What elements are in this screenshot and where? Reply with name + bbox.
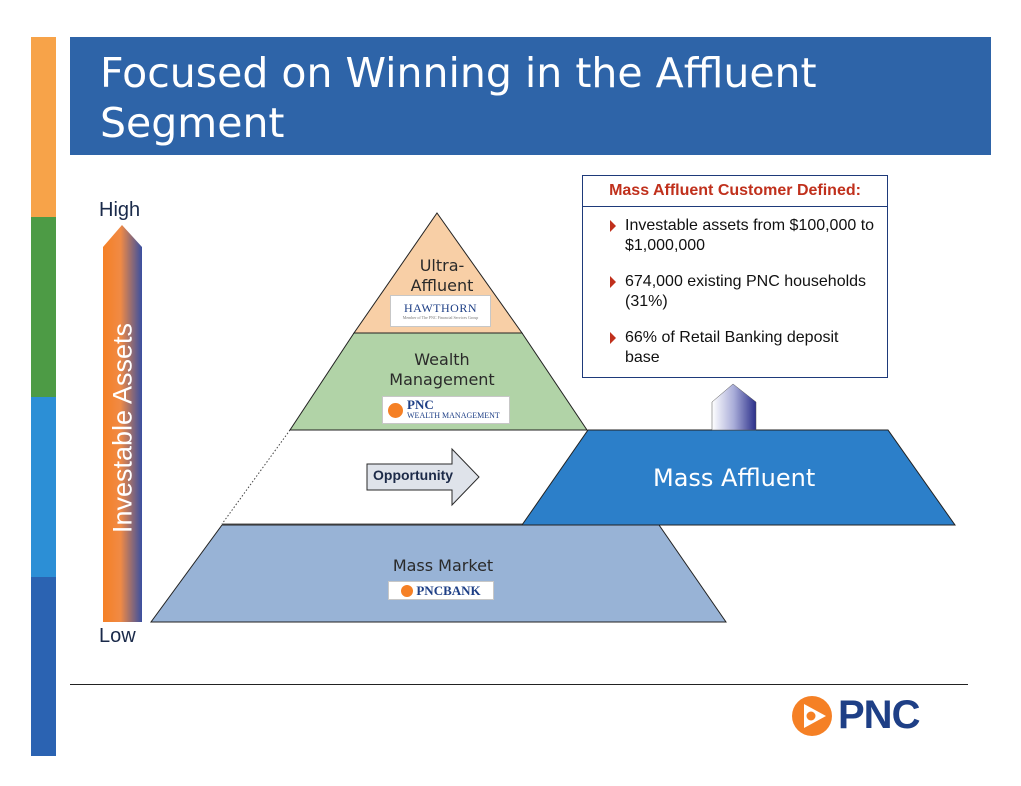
mass-market-text: Mass Market	[392, 556, 494, 575]
opportunity-arrow	[366, 447, 480, 507]
pnc-wealth-logo-subtext: WEALTH MANAGEMENT	[407, 411, 500, 420]
pnc-wealth-management-logo: PNC WEALTH MANAGEMENT	[382, 396, 510, 424]
pnc-wealth-logo-text: PNC	[407, 397, 434, 412]
footer-divider	[70, 684, 968, 685]
pnc-bank-logo: PNCBANK	[388, 581, 494, 600]
hawthorn-logo-subtext: Member of The PNC Financial Services Gro…	[402, 314, 479, 320]
mass-affluent-definition-box: Mass Affluent Customer Defined: Investab…	[582, 175, 888, 378]
pnc-wealth-logo-icon	[388, 402, 403, 418]
mass-affluent-label: Mass Affluent	[653, 464, 816, 492]
ultra-affluent-text: Ultra-Affluent	[410, 256, 474, 295]
bullet-arrow-icon	[610, 332, 616, 344]
stripe-lightblue	[31, 397, 56, 577]
opportunity-label: Opportunity	[373, 467, 454, 483]
axis-low-label: Low	[99, 625, 136, 647]
pnc-bank-logo-text: PNCBANK	[416, 582, 481, 598]
stripe-darkblue	[31, 577, 56, 756]
hawthorn-logo: HAWTHORN Member of The PNC Financial Ser…	[390, 295, 491, 327]
investable-assets-arrow	[103, 225, 142, 622]
tier-wealth-management	[289, 332, 588, 431]
wealth-management-text: Wealth Management	[389, 350, 495, 389]
tier-label-wealth-management: Wealth Management	[372, 350, 512, 390]
callout-connector-arrow	[711, 383, 757, 431]
stripe-green	[31, 217, 56, 397]
axis-high-label: High	[99, 199, 141, 221]
hawthorn-logo-text: HAWTHORN	[403, 300, 478, 315]
bullet-arrow-icon	[610, 220, 616, 232]
page-title: Focused on Winning in the Affluent Segme…	[100, 49, 817, 147]
callout-heading: Mass Affluent Customer Defined:	[583, 176, 887, 207]
tier-label-ultra-affluent: Ultra-Affluent	[387, 256, 497, 296]
bullet-arrow-icon	[610, 276, 616, 288]
callout-bullet: 66% of Retail Banking deposit base	[610, 328, 877, 368]
callout-bullet: 674,000 existing PNC households (31%)	[610, 272, 877, 312]
pyramid-dotted-edge	[221, 429, 291, 525]
pnc-bank-logo-icon	[401, 584, 414, 597]
pnc-logo-icon	[792, 696, 832, 736]
callout-bullet-list: Investable assets from $100,000 to $1,00…	[583, 207, 887, 368]
callout-bullet: Investable assets from $100,000 to $1,00…	[610, 216, 877, 256]
tier-mass-affluent	[521, 429, 956, 526]
pnc-logo-text: PNC	[838, 693, 920, 737]
tier-mass-market	[150, 524, 727, 623]
tier-label-mass-market: Mass Market	[373, 556, 513, 576]
title-banner	[70, 37, 991, 155]
axis-title: Investable Assets	[107, 322, 138, 534]
stripe-orange	[31, 37, 56, 217]
